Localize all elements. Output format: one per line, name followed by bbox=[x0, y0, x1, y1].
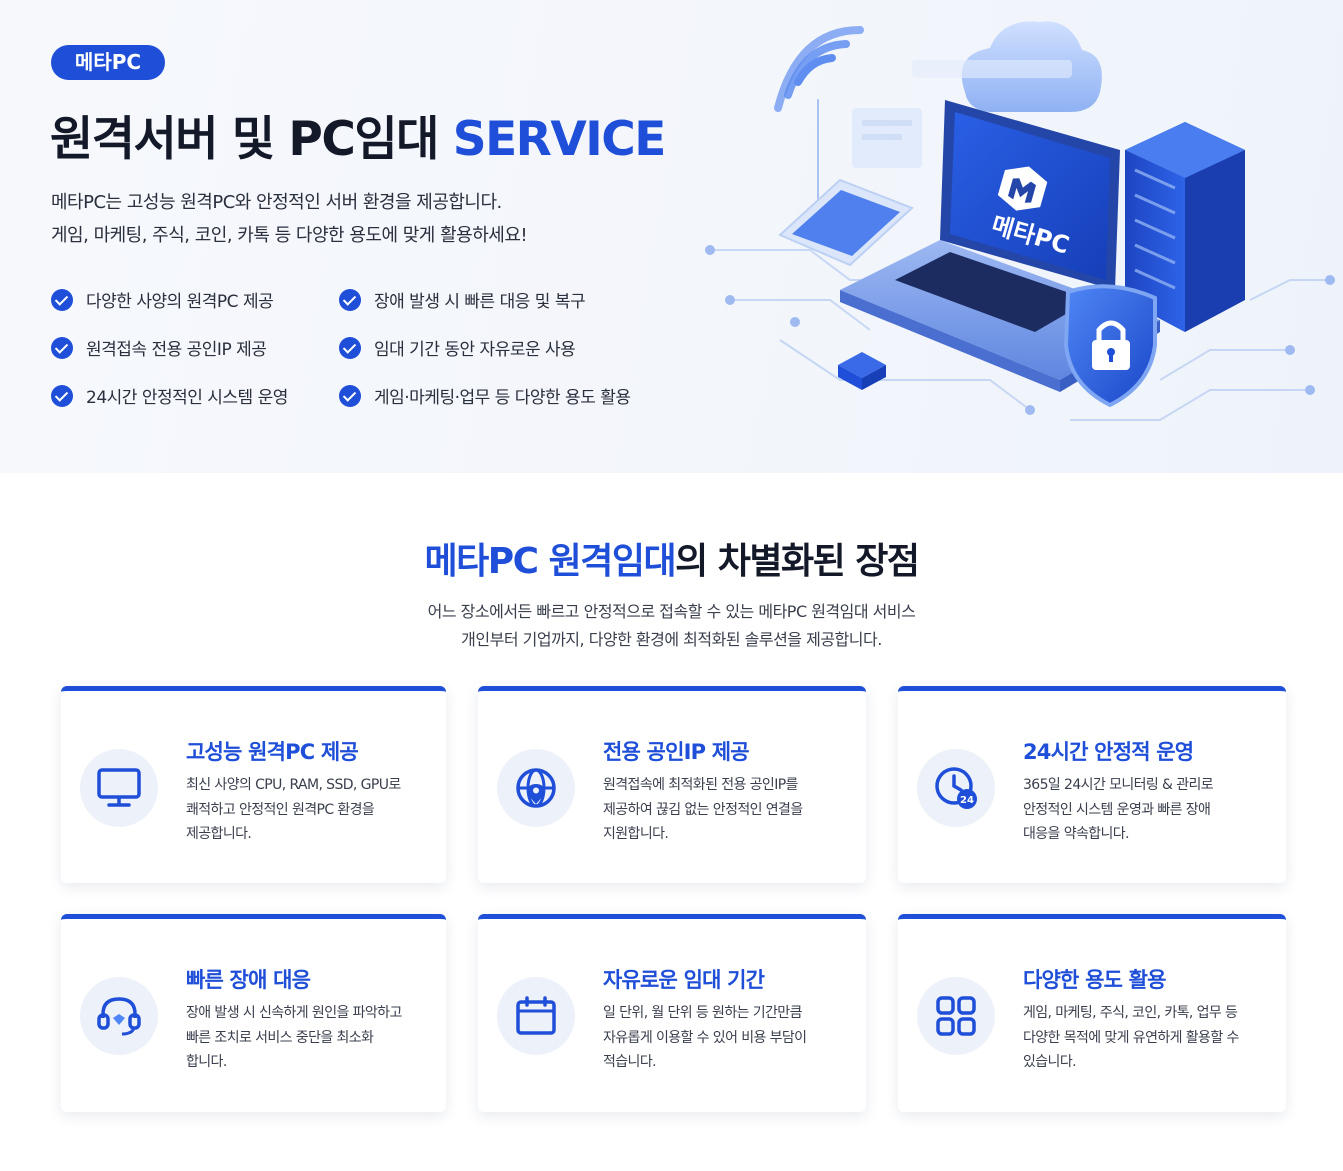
card-text-line: 다양한 목적에 맞게 유연하게 활용할 수 bbox=[1023, 1029, 1239, 1046]
card-text-line: 적습니다. bbox=[603, 1054, 657, 1070]
advantages-desc-line: 개인부터 기업까지, 다양한 환경에 최적화된 솔루션을 제공합니다. bbox=[461, 630, 882, 649]
card-text-line: 대응을 약속합니다. bbox=[1023, 826, 1130, 842]
card-text-line: 합니다. bbox=[186, 1054, 227, 1070]
phone-icon bbox=[778, 178, 914, 267]
card-text-line: 게임, 마케팅, 주식, 코인, 카톡, 업무 등 bbox=[1023, 1005, 1238, 1021]
calendar-icon bbox=[497, 977, 575, 1055]
check-item: 24시간 안정적인 시스템 운영 bbox=[51, 383, 339, 408]
card-title: 자유로운 임대 기간 bbox=[603, 968, 765, 992]
advantages-title: 메타PC 원격임대의 차별화된 장점 bbox=[0, 532, 1343, 584]
clock-badge-text: 24 bbox=[960, 795, 974, 806]
card-text-line: 자유롭게 이용할 수 있어 비용 부담이 bbox=[603, 1029, 807, 1046]
hero-section: 메타PC 원격서버 및 PC임대 SERVICE 메타PC는 고성능 원격PC와… bbox=[0, 0, 1343, 473]
check-item: 다양한 사양의 원격PC 제공 bbox=[51, 287, 339, 312]
feature-card: 빠른 장애 대응 장애 발생 시 신속하게 원인을 파악하고 빠른 조치로 서비… bbox=[61, 914, 446, 1112]
card-text-line: 안정적인 시스템 운영과 빠른 장애 bbox=[1023, 801, 1211, 818]
card-text: 원격접속에 최적화된 전용 공인IP를 제공하여 끊김 없는 안정적인 연결을 … bbox=[603, 773, 853, 847]
check-item: 임대 기간 동안 자유로운 사용 bbox=[339, 335, 691, 360]
brand-badge: 메타PC bbox=[51, 45, 165, 80]
check-circle-icon bbox=[339, 288, 361, 311]
card-text-line: 제공합니다. bbox=[186, 826, 252, 842]
check-label: 다양한 사양의 원격PC 제공 bbox=[86, 292, 274, 312]
check-circle-icon bbox=[51, 336, 73, 359]
advantages-description: 어느 장소에서든 빠르고 안정적으로 접속할 수 있는 메타PC 원격임대 서비… bbox=[0, 598, 1343, 654]
check-label: 원격접속 전용 공인IP 제공 bbox=[86, 340, 267, 360]
card-text-line: 제공하여 끊김 없는 안정적인 연결을 bbox=[603, 801, 803, 818]
check-item: 게임·마케팅·업무 등 다양한 용도 활용 bbox=[339, 383, 691, 408]
check-circle-icon bbox=[339, 336, 361, 359]
advantages-title-rest: 의 차별화된 장점 bbox=[675, 541, 920, 582]
check-item: 장애 발생 시 빠른 대응 및 복구 bbox=[339, 287, 691, 312]
check-circle-icon bbox=[51, 384, 73, 407]
shield-lock-icon bbox=[1063, 284, 1157, 408]
monitor-icon bbox=[80, 749, 158, 827]
card-title: 다양한 용도 활용 bbox=[1023, 968, 1166, 992]
feature-card: 다양한 용도 활용 게임, 마케팅, 주식, 코인, 카톡, 업무 등 다양한 … bbox=[898, 914, 1286, 1112]
hero-illustration: 메타PC bbox=[705, 21, 1335, 421]
check-label: 임대 기간 동안 자유로운 사용 bbox=[374, 340, 576, 360]
card-text-line: 빠른 조치로 서비스 중단을 최소화 bbox=[186, 1029, 374, 1046]
card-title: 24시간 안정적 운영 bbox=[1023, 740, 1194, 764]
cloud-icon bbox=[912, 21, 1102, 112]
feature-card: 자유로운 임대 기간 일 단위, 월 단위 등 원하는 기간만큼 자유롭게 이용… bbox=[478, 914, 866, 1112]
grid-icon bbox=[917, 977, 995, 1055]
check-circle-icon bbox=[51, 288, 73, 311]
check-label: 장애 발생 시 빠른 대응 및 복구 bbox=[374, 292, 586, 312]
card-text-line: 장애 발생 시 신속하게 원인을 파악하고 bbox=[186, 1005, 402, 1021]
card-text-line: 최신 사양의 CPU, RAM, SSD, GPU로 bbox=[186, 777, 401, 793]
card-text-line: 있습니다. bbox=[1023, 1054, 1077, 1070]
server-rack-icon bbox=[1125, 122, 1245, 332]
feature-card: 전용 공인IP 제공 원격접속에 최적화된 전용 공인IP를 제공하여 끊김 없… bbox=[478, 686, 866, 883]
card-text: 365일 24시간 모니터링 & 관리로 안정적인 시스템 운영과 빠른 장애 … bbox=[1023, 773, 1273, 847]
check-circle-icon bbox=[339, 384, 361, 407]
hero-desc-line: 게임, 마케팅, 주식, 코인, 카톡 등 다양한 용도에 맞게 활용하세요! bbox=[51, 225, 528, 246]
hero-title-main: 원격서버 및 PC임대 bbox=[50, 112, 453, 167]
headset-icon bbox=[80, 977, 158, 1055]
wifi-icon bbox=[774, 26, 864, 211]
card-title: 고성능 원격PC 제공 bbox=[186, 740, 359, 764]
advantages-desc-line: 어느 장소에서든 빠르고 안정적으로 접속할 수 있는 메타PC 원격임대 서비… bbox=[427, 602, 916, 621]
clock-24-icon: 24 bbox=[917, 749, 995, 827]
feature-card: 고성능 원격PC 제공 최신 사양의 CPU, RAM, SSD, GPU로 쾌… bbox=[61, 686, 446, 883]
check-item: 원격접속 전용 공인IP 제공 bbox=[51, 335, 339, 360]
card-text-line: 쾌적하고 안정적인 원격PC 환경을 bbox=[186, 801, 375, 818]
check-label: 24시간 안정적인 시스템 운영 bbox=[86, 388, 288, 408]
card-text: 최신 사양의 CPU, RAM, SSD, GPU로 쾌적하고 안정적인 원격P… bbox=[186, 773, 436, 847]
card-text: 장애 발생 시 신속하게 원인을 파악하고 빠른 조치로 서비스 중단을 최소화… bbox=[186, 1001, 436, 1075]
feature-card: 24 24시간 안정적 운영 365일 24시간 모니터링 & 관리로 안정적인… bbox=[898, 686, 1286, 883]
card-text-line: 365일 24시간 모니터링 & 관리로 bbox=[1023, 777, 1214, 793]
chip-icon bbox=[838, 352, 886, 390]
card-title: 전용 공인IP 제공 bbox=[603, 740, 750, 764]
hero-description: 메타PC는 고성능 원격PC와 안정적인 서버 환경을 제공합니다. 게임, 마… bbox=[51, 186, 528, 252]
card-text-line: 일 단위, 월 단위 등 원하는 기간만큼 bbox=[603, 1005, 802, 1021]
card-title: 빠른 장애 대응 bbox=[186, 968, 311, 992]
globe-icon bbox=[497, 749, 575, 827]
hero-title: 원격서버 및 PC임대 SERVICE bbox=[50, 100, 667, 169]
panel-left bbox=[852, 108, 922, 168]
hero-desc-line: 메타PC는 고성능 원격PC와 안정적인 서버 환경을 제공합니다. bbox=[51, 192, 502, 213]
card-text: 일 단위, 월 단위 등 원하는 기간만큼 자유롭게 이용할 수 있어 비용 부… bbox=[603, 1001, 853, 1075]
check-label: 게임·마케팅·업무 등 다양한 용도 활용 bbox=[374, 388, 631, 408]
feature-checklist: 다양한 사양의 원격PC 제공 장애 발생 시 빠른 대응 및 복구 원격접속 … bbox=[51, 287, 691, 408]
hero-title-accent: SERVICE bbox=[452, 112, 667, 167]
laptop-logo bbox=[997, 166, 1048, 211]
card-text-line: 원격접속에 최적화된 전용 공인IP를 bbox=[603, 777, 798, 793]
card-text: 게임, 마케팅, 주식, 코인, 카톡, 업무 등 다양한 목적에 맞게 유연하… bbox=[1023, 1001, 1273, 1075]
advantages-title-accent: 메타PC 원격임대 bbox=[424, 541, 677, 582]
card-text-line: 지원합니다. bbox=[603, 826, 669, 842]
